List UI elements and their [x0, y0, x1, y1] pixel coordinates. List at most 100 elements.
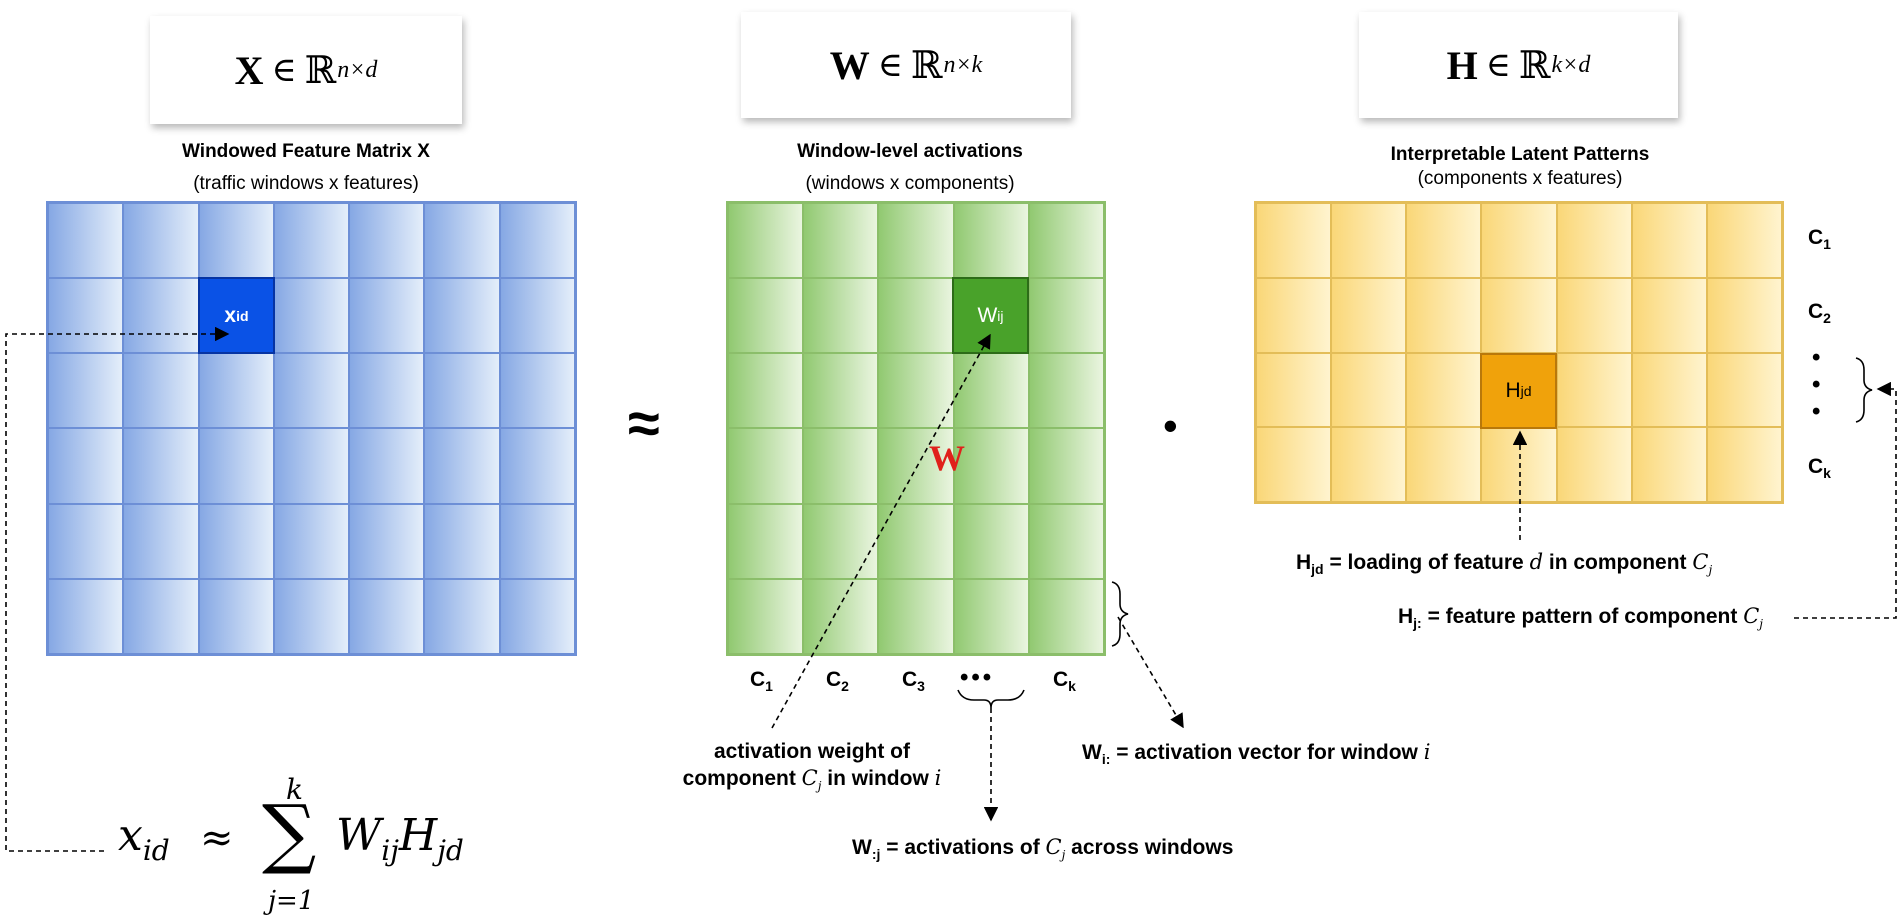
caption-x-subtitle: (traffic windows x features) — [193, 173, 419, 194]
matrix-cell — [349, 428, 425, 504]
annotation-weight: activation weight of component Cj in win… — [682, 740, 942, 794]
matrix-cell — [1256, 427, 1332, 502]
matrix-cell — [48, 353, 124, 429]
matrix-cell — [123, 428, 199, 504]
arrow-pattern-to-brace — [1794, 381, 1897, 619]
formula-x-in: ∈ — [271, 52, 297, 89]
brace-last-row — [1111, 581, 1129, 647]
w-col-label-1: C1 — [750, 668, 773, 695]
formula-x-set: ℝ — [304, 48, 337, 92]
matrix-cell — [499, 503, 575, 579]
matrix-cell — [803, 353, 879, 429]
annotation-wi: Wi: = activation vector for window i — [1082, 740, 1431, 768]
matrix-cell — [499, 203, 575, 279]
formula-w-in: ∈ — [877, 47, 903, 84]
matrix-w-grid — [726, 201, 1106, 656]
highlight-x-base: x — [224, 303, 237, 327]
matrix-cell — [1406, 427, 1482, 502]
formula-h-set: ℝ — [1518, 43, 1551, 87]
formula-h-dims: k×d — [1551, 51, 1591, 78]
matrix-cell — [878, 203, 954, 279]
highlight-h-base: H — [1505, 379, 1521, 402]
w-overlay-label: W — [929, 438, 965, 478]
matrix-cell — [1256, 277, 1332, 353]
matrix-cell — [273, 278, 350, 354]
h-row-dot-2: • — [1812, 371, 1821, 398]
matrix-cell — [953, 503, 1029, 579]
matrix-cell — [499, 353, 575, 429]
matrix-cell — [1481, 277, 1557, 353]
matrix-cell — [48, 578, 124, 654]
caption-x-title: Windowed Feature Matrix X — [182, 141, 430, 162]
matrix-cell — [1028, 503, 1104, 579]
matrix-cell — [48, 203, 124, 279]
matrix-cell — [728, 203, 804, 279]
matrix-h-grid — [1254, 201, 1784, 504]
formula-w-dims: n×k — [943, 51, 983, 78]
matrix-cell — [1556, 203, 1632, 278]
matrix-cell — [198, 203, 274, 279]
matrix-cell — [424, 278, 500, 354]
formula-w-set: ℝ — [910, 43, 943, 87]
matrix-cell — [349, 203, 425, 279]
equation-sum-upper: k — [286, 773, 303, 806]
matrix-cell — [1406, 352, 1482, 428]
w-col-label-3: C3 — [902, 668, 925, 695]
equation-approx: ≈ — [200, 815, 234, 861]
annotation-hj: Hj: = feature pattern of component Cj — [1398, 604, 1763, 632]
w-col-label-k: Ck — [1053, 668, 1076, 695]
highlight-h-sub: jd — [1520, 383, 1532, 399]
matrix-cell — [499, 278, 575, 354]
matrix-cell — [1331, 203, 1407, 278]
matrix-cell — [48, 278, 124, 354]
caption-h-subtitle: (components x features) — [1417, 168, 1623, 189]
matrix-cell — [953, 203, 1029, 279]
approx-operator: ≈ — [628, 391, 660, 456]
formula-w-symbol: W — [829, 42, 870, 88]
matrix-cell — [728, 278, 804, 354]
matrix-cell — [1028, 428, 1104, 504]
matrix-cell — [1331, 352, 1407, 428]
matrix-cell — [123, 353, 199, 429]
dot-operator: • — [1163, 402, 1178, 449]
matrix-cell — [803, 578, 879, 654]
matrix-cell — [1631, 203, 1707, 278]
matrix-cell — [1028, 578, 1104, 654]
matrix-cell — [48, 503, 124, 579]
matrix-cell — [48, 428, 124, 504]
formula-h-in: ∈ — [1485, 47, 1511, 84]
matrix-cell — [1706, 352, 1782, 428]
matrix-cell — [499, 428, 575, 504]
matrix-cell — [1556, 277, 1632, 353]
equation-sum-symbol: ∑ — [262, 788, 317, 877]
matrix-cell — [349, 353, 425, 429]
brace-h-dots — [1855, 357, 1873, 423]
matrix-cell — [1028, 278, 1104, 354]
matrix-cell — [1406, 277, 1482, 353]
matrix-x-grid — [46, 201, 577, 656]
matrix-cell — [424, 353, 500, 429]
matrix-cell — [1481, 427, 1557, 502]
matrix-cell — [1028, 353, 1104, 429]
matrix-cell — [424, 428, 500, 504]
matrix-cell — [499, 578, 575, 654]
matrix-cell — [123, 278, 199, 354]
caption-w-subtitle: (windows x components) — [805, 173, 1015, 194]
arrow-rowbrace-to-wi — [1117, 616, 1184, 729]
matrix-cell — [878, 278, 954, 354]
equation-sum-lower: j=1 — [268, 886, 315, 916]
matrix-cell — [424, 578, 500, 654]
matrix-cell — [803, 428, 879, 504]
highlight-x-sub: id — [236, 307, 249, 324]
h-row-dot-1: • — [1812, 344, 1821, 371]
matrix-cell — [349, 503, 425, 579]
annotation-wj: W:j = activations of Cj across windows — [852, 835, 1234, 863]
matrix-cell — [1556, 352, 1632, 428]
caption-w-title: Window-level activations — [797, 141, 1023, 162]
matrix-cell — [728, 503, 804, 579]
matrix-cell — [198, 353, 274, 429]
matrix-cell — [273, 428, 350, 504]
